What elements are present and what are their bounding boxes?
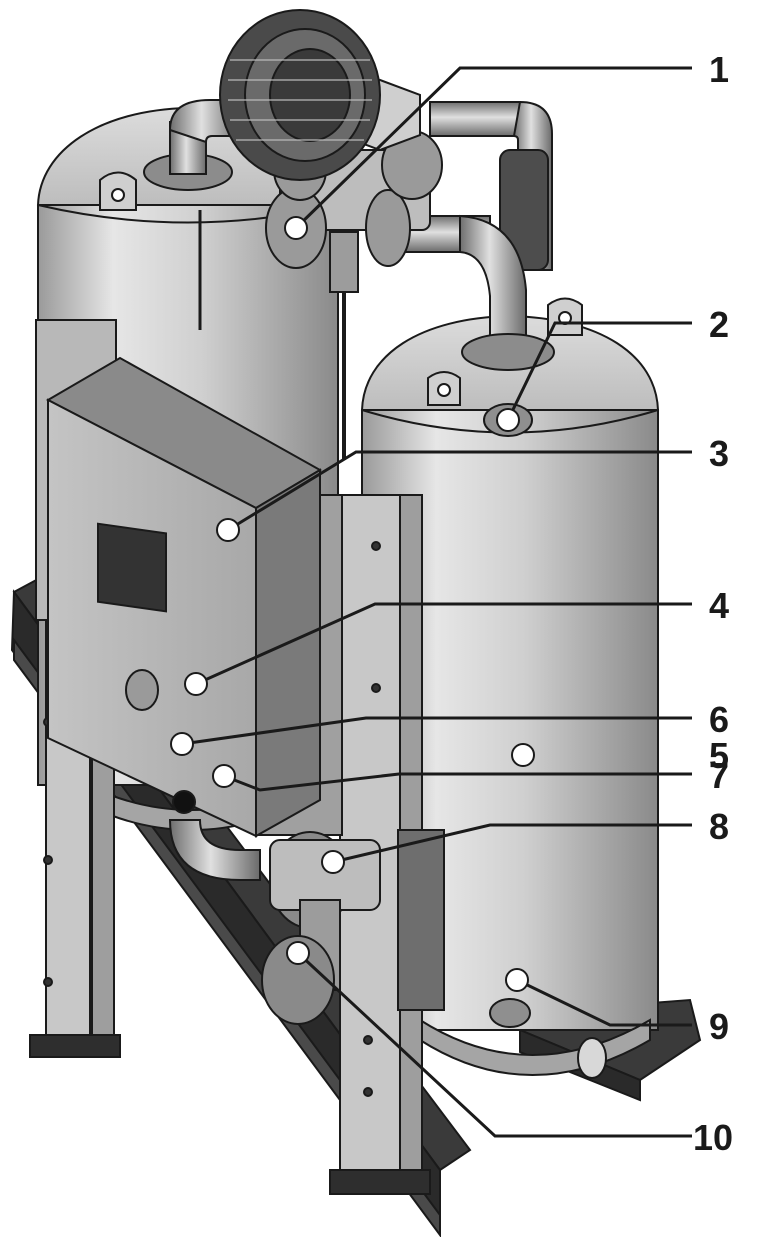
callout-marker-1 bbox=[284, 216, 308, 240]
callout-marker-10 bbox=[286, 941, 310, 965]
callout-label-5: 5 bbox=[709, 735, 729, 776]
callout-marker-9 bbox=[505, 968, 529, 992]
callout-label-4: 4 bbox=[709, 585, 729, 626]
callout-label-6: 6 bbox=[709, 699, 729, 740]
leader-line-1 bbox=[294, 66, 692, 230]
callout-label-10: 10 bbox=[693, 1117, 733, 1158]
blower bbox=[219, 9, 381, 181]
callout-marker-4 bbox=[184, 672, 208, 696]
control-cabinet bbox=[45, 356, 323, 838]
leader-line-9 bbox=[516, 978, 692, 1027]
leader-line-4 bbox=[195, 602, 692, 686]
callout-marker-2 bbox=[496, 408, 520, 432]
leader-line-6 bbox=[181, 716, 692, 746]
leader-line-3 bbox=[227, 450, 692, 532]
callout-label-7: 7 bbox=[709, 755, 729, 796]
leader-line-7 bbox=[223, 772, 692, 792]
callout-marker-5 bbox=[511, 743, 535, 767]
callout-label-2: 2 bbox=[709, 304, 729, 345]
callout-label-3: 3 bbox=[709, 433, 729, 474]
callout-markers bbox=[170, 216, 535, 992]
callout-marker-7 bbox=[212, 764, 236, 788]
leader-line-10 bbox=[296, 951, 692, 1138]
callout-numbers: 1 2 3 4 5 6 7 8 9 10 bbox=[693, 49, 733, 1158]
callout-marker-3 bbox=[216, 518, 240, 542]
callout-marker-6 bbox=[170, 732, 194, 756]
callout-marker-8 bbox=[321, 850, 345, 874]
leader-lines bbox=[181, 66, 692, 1138]
leader-line-2 bbox=[506, 321, 692, 421]
callout-label-9: 9 bbox=[709, 1006, 729, 1047]
callout-label-8: 8 bbox=[709, 806, 729, 847]
leader-line-8 bbox=[332, 823, 692, 864]
callout-label-1: 1 bbox=[709, 49, 729, 90]
